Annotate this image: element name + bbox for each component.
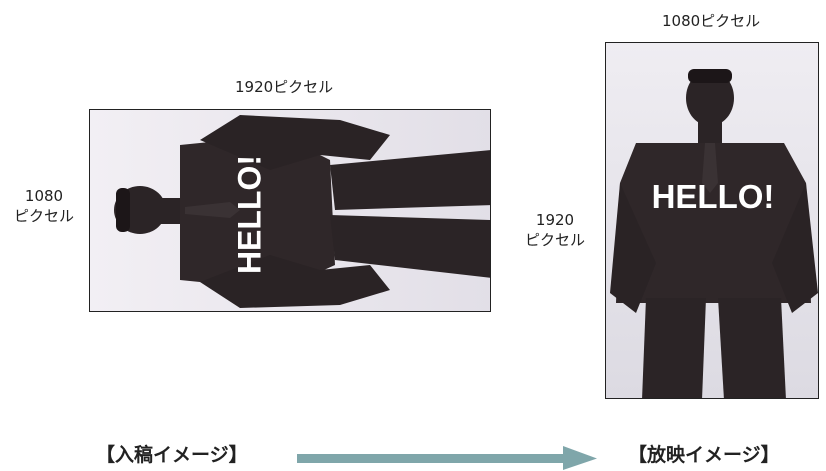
output-width-label: 1080ピクセル [662, 12, 761, 30]
output-caption: 【放映イメージ】 [628, 444, 780, 466]
source-height-unit: ピクセル [13, 207, 74, 225]
arrow-right-icon [297, 446, 597, 470]
output-height-number: 1920 [535, 211, 575, 229]
output-overlay-text: HELLO! [651, 178, 775, 215]
man-silhouette-icon [606, 43, 818, 398]
source-width-label: 1920ピクセル [235, 78, 334, 96]
output-height-unit: ピクセル [524, 231, 585, 249]
source-height-number: 1080 [24, 187, 64, 205]
source-caption: 【入稿イメージ】 [96, 444, 248, 466]
source-overlay-text: HELLO! [231, 154, 268, 275]
man-silhouette-icon [90, 110, 490, 311]
source-height-label: 1080 ピクセル [4, 186, 84, 226]
source-image-frame: HELLO! [89, 109, 491, 312]
output-height-label: 1920 ピクセル [515, 210, 595, 250]
output-image-frame: HELLO! [605, 42, 819, 399]
